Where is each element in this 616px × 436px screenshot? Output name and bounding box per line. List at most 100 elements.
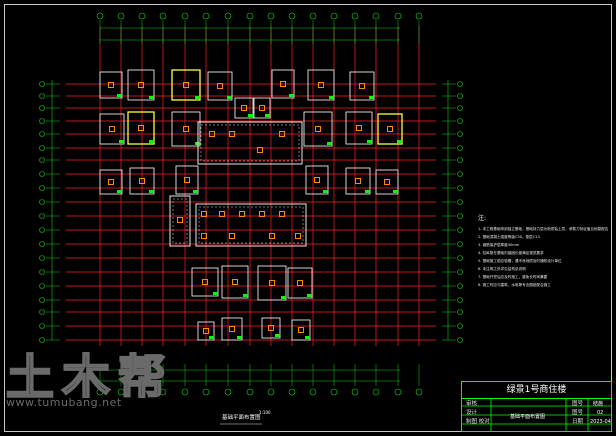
footing-column-16 (108, 179, 114, 185)
footing-column-24 (269, 280, 275, 286)
footing-column-23 (232, 279, 238, 285)
axis-bubble-top-15 (394, 12, 402, 20)
footing-rebar-19 (323, 190, 328, 193)
combined-footing-column-2-4 (259, 211, 265, 217)
footing-rebar-5 (289, 94, 294, 97)
watermark-url: www.tumubang.net (6, 396, 122, 409)
combined-footing-inner-1 (200, 124, 300, 162)
axis-bubble-bottom-11 (309, 388, 317, 396)
footing-22 (191, 267, 219, 297)
note-item-4: 4. 柱纵筋在基础内锚固长度满足规范要求 (478, 251, 544, 255)
project-name: 绿景1号商住楼 (462, 382, 611, 399)
axis-bubble-bottom-1 (96, 388, 104, 396)
footing-2 (127, 69, 155, 101)
combined-footing-inner-2 (198, 206, 304, 244)
axis-bubble-bottom-15 (394, 388, 402, 396)
footing-9 (253, 97, 271, 119)
footing-5 (271, 69, 295, 99)
footing-rebar-3 (195, 96, 200, 99)
combined-footing-column-1-4 (279, 131, 285, 137)
note-item-1: 1. 本工程基础采用独立基础，基础持力层为粉质粘土层，承载力特征值见地勘报告 (478, 227, 608, 231)
axis-bubble-right-18 (457, 309, 463, 315)
footing-rebar-14 (367, 140, 372, 143)
footing-rebar-8 (248, 114, 253, 117)
axis-bubble-left-8 (39, 171, 45, 177)
footing-11 (127, 111, 155, 145)
combined-footing-3 (169, 195, 191, 247)
axis-bubble-right-13 (457, 241, 463, 247)
footing-column-10 (109, 126, 115, 132)
footing-4 (207, 71, 233, 101)
footing-10 (99, 113, 125, 145)
axis-bubble-left-16 (39, 283, 45, 289)
footing-12 (171, 111, 201, 147)
axis-bubble-left-17 (39, 297, 45, 303)
axis-bubble-left-4 (39, 118, 45, 124)
footing-rebar-15 (397, 140, 402, 143)
footing-column-25 (297, 280, 303, 286)
axis-bubble-right-11 (457, 213, 463, 219)
axis-bubble-left-5 (39, 131, 45, 137)
footing-column-15 (387, 126, 393, 132)
axis-bubble-top-14 (372, 12, 380, 20)
footing-24 (257, 265, 287, 301)
footing-column-27 (229, 326, 235, 332)
tb-check-label: 审核 (466, 401, 478, 407)
axis-bubble-top-4 (159, 12, 167, 20)
footing-rebar-26 (209, 336, 214, 339)
note-item-2: 2. 基础混凝土强度等级C30，垫层C15 (478, 235, 540, 239)
axis-bubble-left-2 (39, 93, 45, 99)
footing-rebar-9 (265, 114, 270, 117)
tb-drawing-no-label: 图号 (572, 401, 584, 407)
footing-rebar-23 (243, 294, 248, 297)
footing-rebar-29 (305, 336, 310, 339)
tb-drawing-name: 基础平面布置图 (510, 414, 546, 420)
note-item-5: 5. 基础施工前应验槽，遇不良地质及时通知设计单位 (478, 259, 562, 263)
footing-25 (287, 267, 313, 299)
tb-drafter-label: 制图 校对 (466, 419, 490, 425)
footing-17 (129, 167, 155, 195)
axis-bubble-right-3 (457, 105, 463, 111)
axis-bubble-bottom-3 (138, 388, 146, 396)
title-block-grid (461, 398, 612, 432)
axis-bubble-top-2 (117, 12, 125, 20)
drawing-scale: 1:100 (259, 410, 271, 415)
axis-bubble-right-6 (457, 145, 463, 151)
axis-bubble-right-15 (457, 269, 463, 275)
axis-bubble-left-13 (39, 241, 45, 247)
footing-column-28 (268, 325, 274, 331)
axis-bubble-top-11 (309, 12, 317, 20)
axis-bubble-right-7 (457, 157, 463, 163)
combined-footing-2 (195, 203, 307, 247)
combined-footing-inner-3 (172, 198, 188, 244)
axis-bubble-left-9 (39, 185, 45, 191)
axis-bubble-right-16 (457, 283, 463, 289)
axis-bubble-top-3 (138, 12, 146, 20)
axis-bubble-right-12 (457, 227, 463, 233)
axis-bubble-left-6 (39, 145, 45, 151)
tb-no-label: 图号 (572, 410, 584, 416)
combined-footing-column-1-2 (229, 131, 235, 137)
footing-column-5 (280, 81, 286, 87)
footing-rebar-21 (393, 190, 398, 193)
tb-design-label: 设计 (466, 410, 478, 416)
axis-bubble-top-5 (181, 12, 189, 20)
footing-column-20 (355, 178, 361, 184)
footing-3 (171, 69, 201, 101)
axis-bubble-left-7 (39, 157, 45, 163)
axis-bubble-bottom-16 (415, 388, 423, 396)
axis-bubble-right-17 (457, 297, 463, 303)
footing-26 (197, 321, 215, 341)
footing-column-29 (298, 327, 304, 333)
axis-bubble-right-4 (457, 118, 463, 124)
footing-6 (307, 69, 335, 101)
footing-column-14 (356, 125, 362, 131)
axis-bubble-right-8 (457, 171, 463, 177)
axis-bubble-bottom-13 (351, 388, 359, 396)
combined-footing-column-2-1 (201, 211, 207, 217)
axis-bubble-left-14 (39, 255, 45, 261)
combined-footing-column-2-6 (201, 233, 207, 239)
footing-rebar-7 (369, 96, 374, 99)
axis-bubble-right-20 (457, 337, 463, 343)
axis-bubble-bottom-6 (202, 388, 210, 396)
